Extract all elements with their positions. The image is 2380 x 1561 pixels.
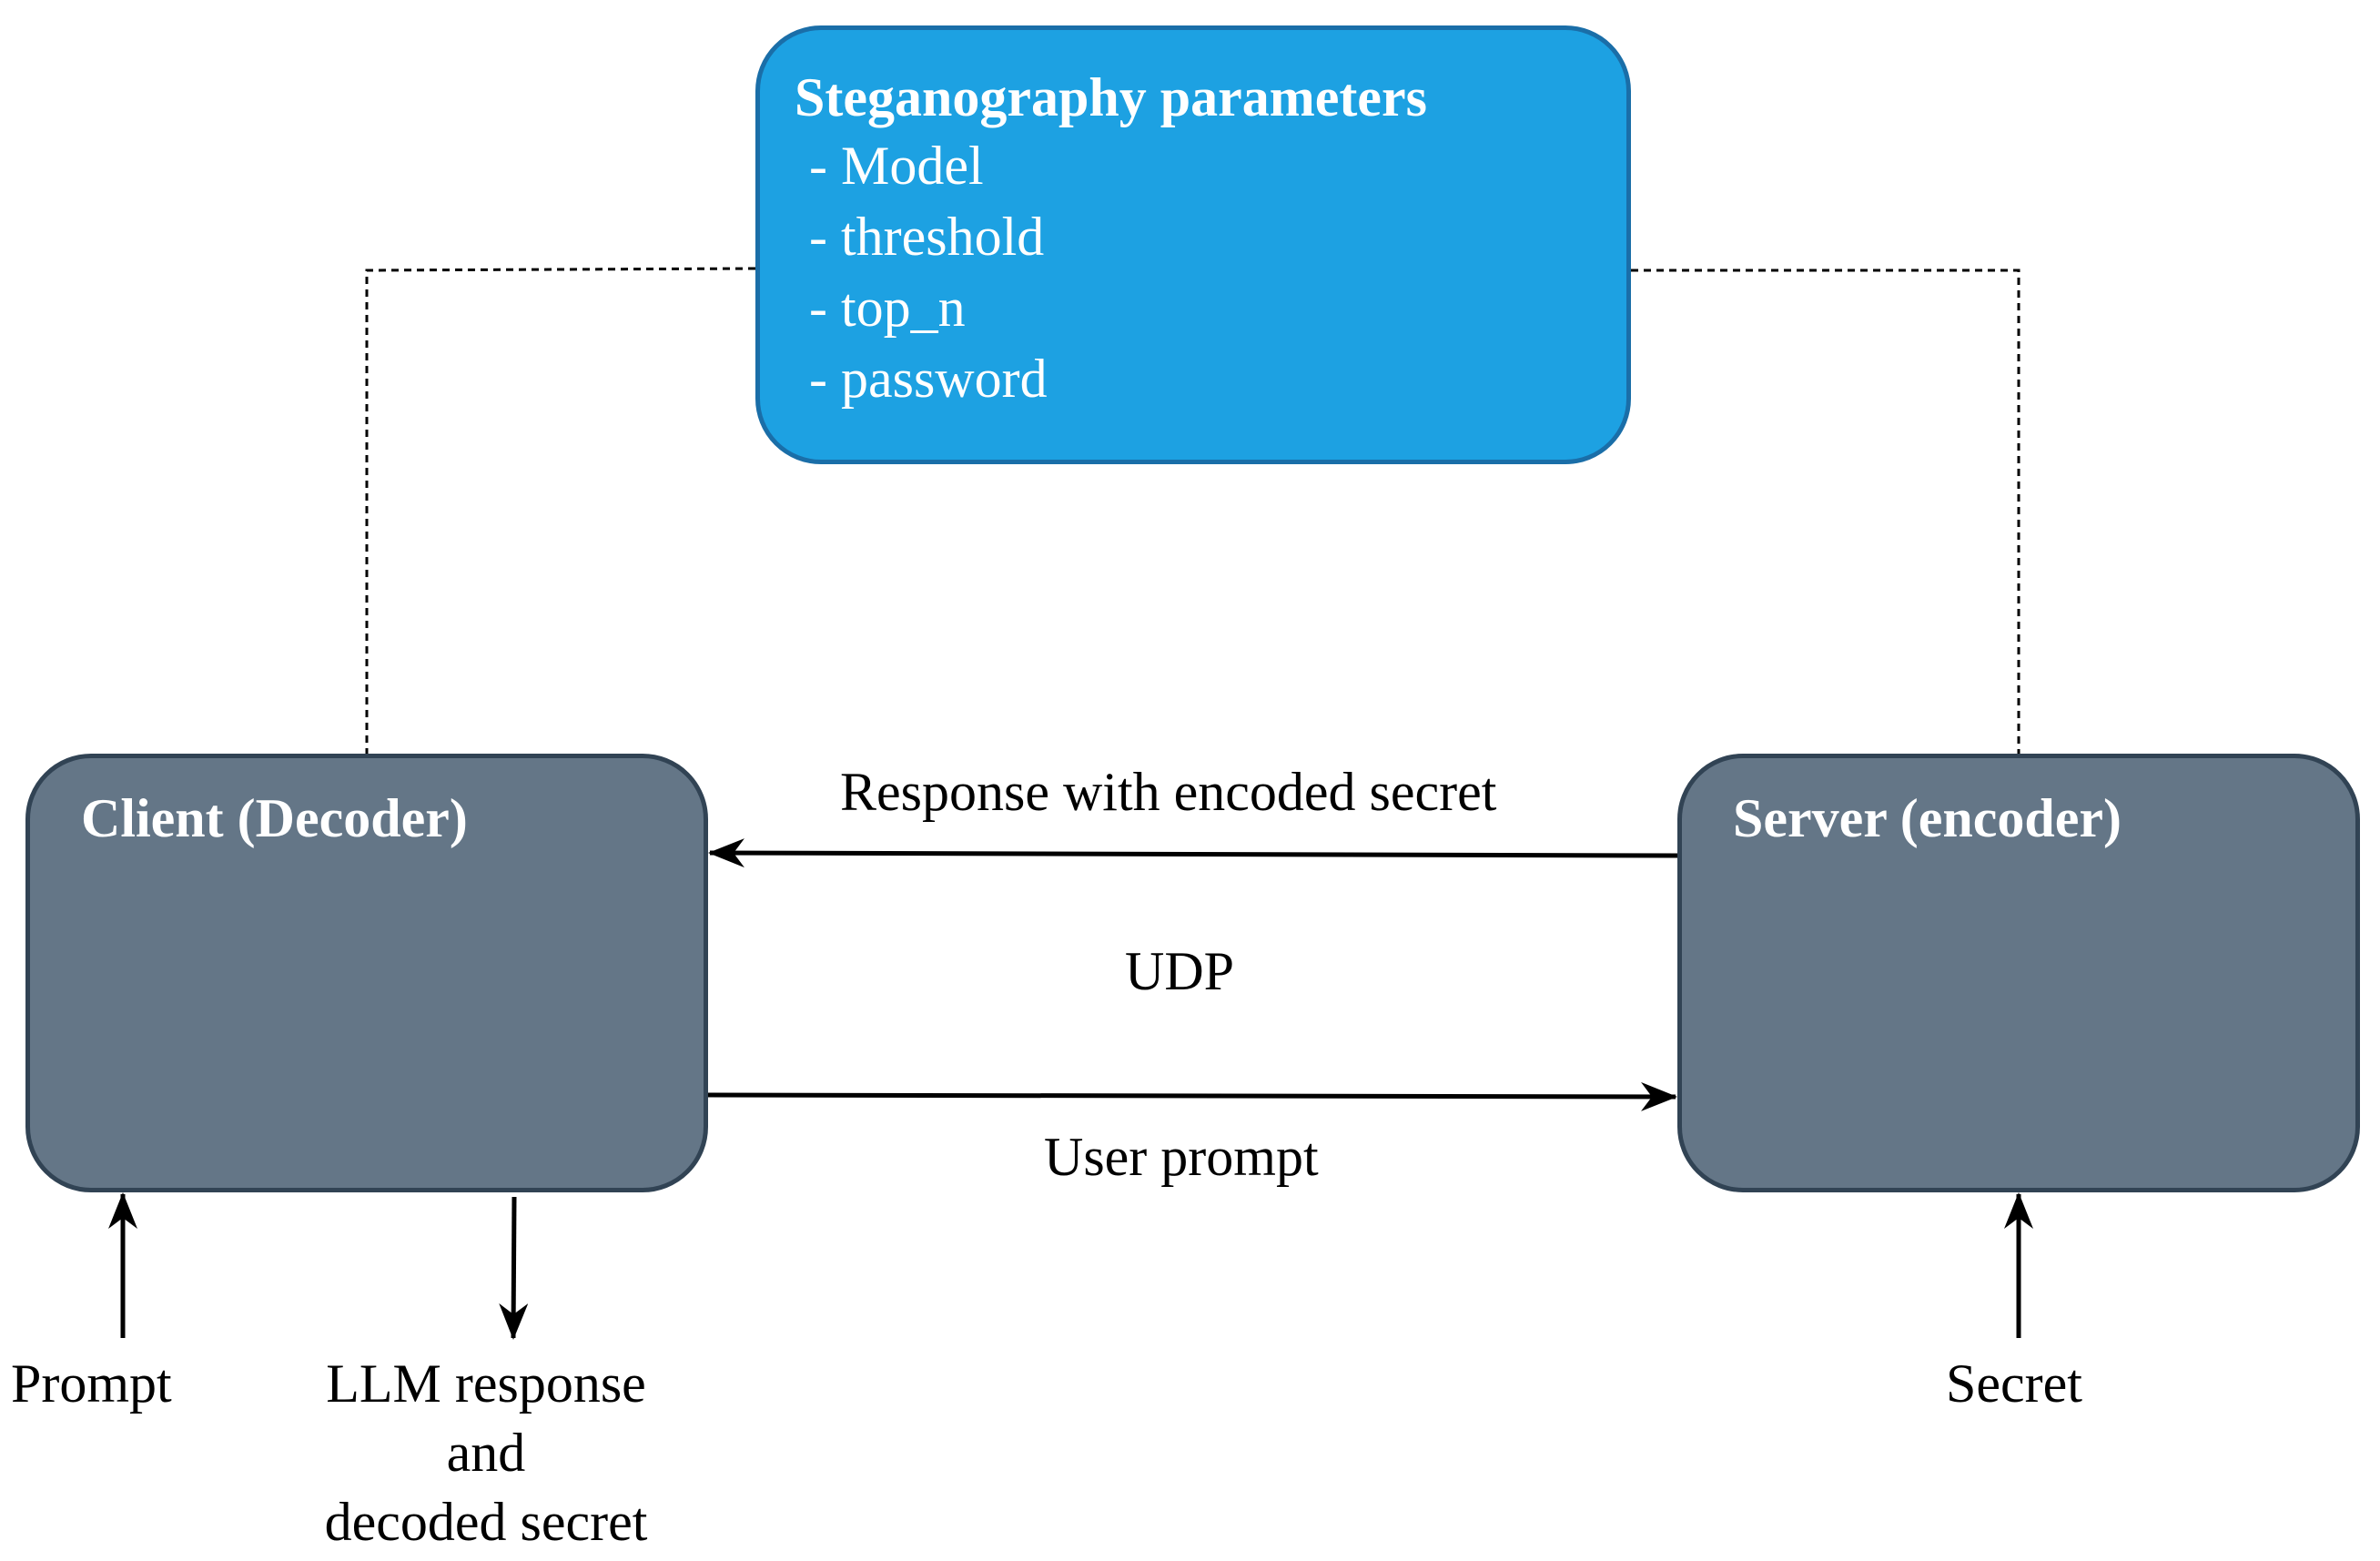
client-title: Client (Decoder) (81, 788, 468, 848)
secret-label: Secret (1946, 1353, 2082, 1414)
response-arrow (708, 838, 1678, 868)
response-label: Response with encoded secret (840, 762, 1497, 822)
param-item-threshold: - threshold (809, 207, 1045, 267)
steganography-parameters-box: Steganography parameters - Model - thres… (755, 25, 1631, 464)
udp-label: UDP (1125, 941, 1235, 1001)
param-item-password: - password (809, 349, 1048, 409)
dotted-link-params-client (365, 267, 756, 754)
params-title: Steganography parameters (795, 67, 1427, 127)
server-encoder-box: Server (encoder) (1677, 754, 2360, 1192)
param-item-model: - Model (809, 136, 984, 196)
llm-response-line-2: and (446, 1423, 526, 1483)
client-decoder-box: Client (Decoder) (25, 754, 708, 1192)
llm-response-output-arrow (499, 1196, 529, 1340)
prompt-label: Prompt (11, 1353, 172, 1414)
param-item-top-n: - top_n (809, 278, 966, 338)
user-prompt-arrow (707, 1081, 1677, 1111)
user-prompt-label: User prompt (1044, 1127, 1319, 1187)
server-title: Server (encoder) (1733, 788, 2122, 848)
dotted-link-params-server (1631, 269, 2020, 754)
llm-response-label: LLM response and decoded secret (304, 1349, 668, 1556)
llm-response-line-1: LLM response (326, 1353, 646, 1414)
llm-response-line-3: decoded secret (324, 1492, 648, 1552)
